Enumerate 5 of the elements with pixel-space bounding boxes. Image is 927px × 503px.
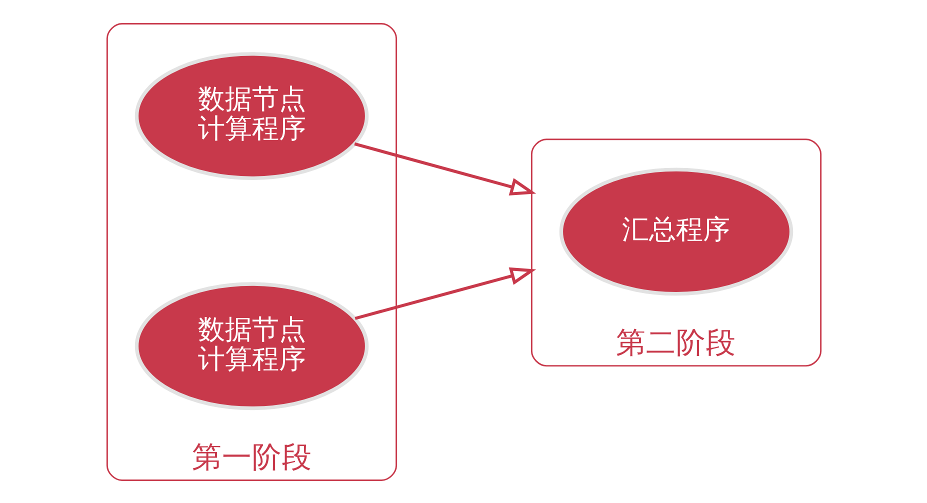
node-ellipse: 数据节点计算程序	[134, 52, 368, 180]
arrow	[354, 142, 536, 196]
node-ellipse: 汇总程序	[558, 167, 793, 296]
node-ellipse: 数据节点计算程序	[134, 282, 368, 410]
arrow	[354, 266, 536, 320]
